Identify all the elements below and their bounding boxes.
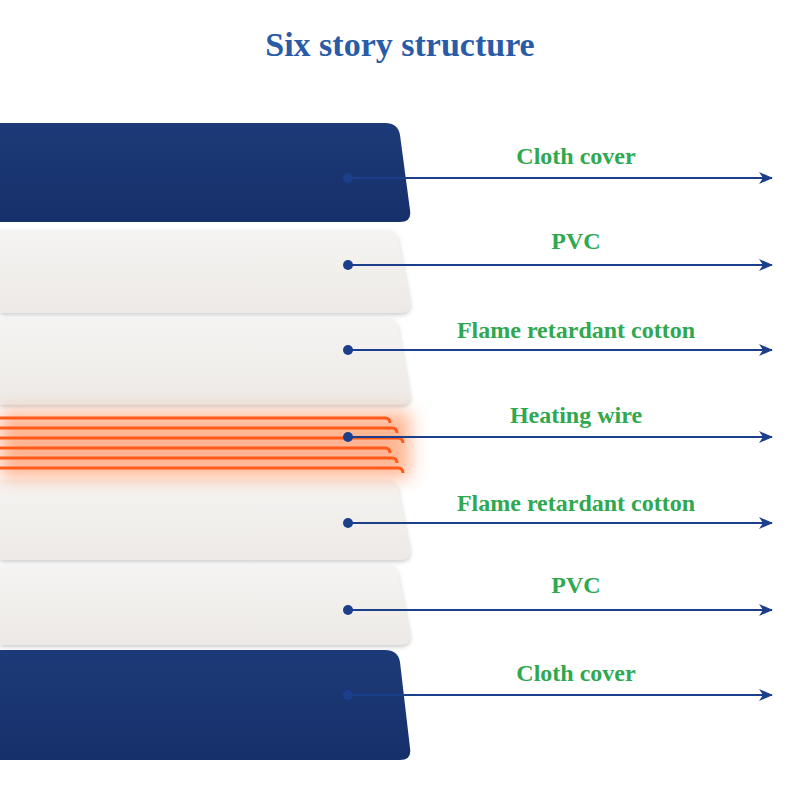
title: Six story structure xyxy=(265,26,534,64)
layer-label: Heating wire xyxy=(510,402,642,429)
leader-dot xyxy=(343,173,353,183)
cotton-layer xyxy=(0,480,411,560)
leader-dot xyxy=(343,345,353,355)
cloth-cover-layer xyxy=(0,650,410,760)
layer-label: PVC xyxy=(551,228,600,255)
leader-dot xyxy=(343,432,353,442)
leader-arrow xyxy=(348,609,772,611)
leader-dot xyxy=(343,690,353,700)
leader-arrow xyxy=(348,694,772,696)
leader-arrow xyxy=(348,436,772,438)
leader-arrow xyxy=(348,522,772,524)
wire-loop xyxy=(0,418,390,423)
leader-dot xyxy=(343,518,353,528)
pvc-layer xyxy=(0,565,411,645)
cotton-layer xyxy=(0,318,411,405)
wire-loop xyxy=(0,438,403,443)
leader-arrow xyxy=(348,349,772,351)
wire-loop xyxy=(0,448,390,453)
layer-label: PVC xyxy=(551,572,600,599)
heating-wire xyxy=(0,418,403,473)
layer-label: Flame retardant cotton xyxy=(457,490,695,517)
layer-label: Flame retardant cotton xyxy=(457,317,695,344)
leader-dot xyxy=(343,260,353,270)
leader-arrow xyxy=(348,177,772,179)
wire-loop xyxy=(0,468,403,473)
wire-loop xyxy=(0,458,397,463)
heating-glow xyxy=(0,412,410,478)
pvc-layer xyxy=(0,230,411,313)
wire-loop xyxy=(0,428,397,433)
leader-lines xyxy=(343,173,772,700)
layer-label: Cloth cover xyxy=(516,660,635,687)
leader-arrow xyxy=(348,264,772,266)
leader-dot xyxy=(343,605,353,615)
cloth-cover-layer xyxy=(0,123,410,222)
layer-label: Cloth cover xyxy=(516,143,635,170)
